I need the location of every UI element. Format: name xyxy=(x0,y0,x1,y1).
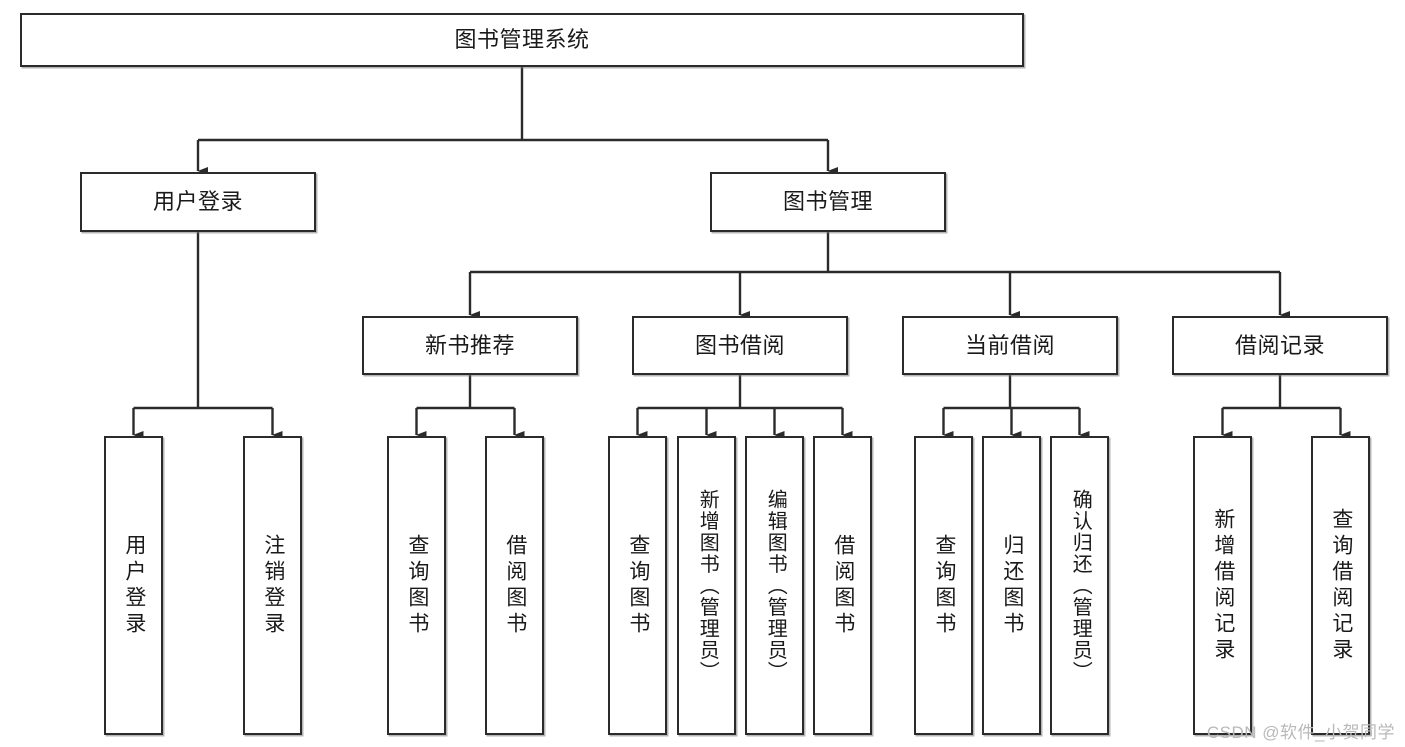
node-label: 当前借阅 xyxy=(964,332,1055,358)
node-leaf-add-record: 新增借阅记录 xyxy=(1193,436,1252,735)
node-label: 查询图书 xyxy=(932,533,956,638)
node-book-borrow: 图书借阅 xyxy=(632,316,848,375)
node-label: 新增借阅记录 xyxy=(1211,507,1235,664)
node-label: 确认归还（管理员） xyxy=(1069,488,1092,683)
node-label: 借阅记录 xyxy=(1234,332,1325,358)
node-leaf-borrow-book-a: 借阅图书 xyxy=(485,436,544,735)
node-label: 图书借阅 xyxy=(694,332,785,358)
node-label: 编辑图书（管理员） xyxy=(764,488,787,683)
node-borrow-record: 借阅记录 xyxy=(1172,316,1388,375)
node-root: 图书管理系统 xyxy=(20,13,1024,67)
csdn-watermark: CSDN @软件_小贺同学 xyxy=(1206,723,1395,742)
node-label: 借阅图书 xyxy=(831,533,855,638)
node-book-mgmt: 图书管理 xyxy=(710,172,946,232)
node-leaf-add-book: 新增图书（管理员） xyxy=(677,436,736,735)
node-leaf-query-book-a: 查询图书 xyxy=(387,436,446,735)
node-leaf-confirm-return: 确认归还（管理员） xyxy=(1050,436,1109,735)
node-leaf-logout: 注销登录 xyxy=(243,436,302,735)
node-current-borrow: 当前借阅 xyxy=(902,316,1118,375)
node-label: 查询图书 xyxy=(626,533,650,638)
node-leaf-borrow-book-b: 借阅图书 xyxy=(813,436,872,735)
node-login: 用户登录 xyxy=(80,172,316,232)
node-label: 归还图书 xyxy=(1000,533,1024,638)
node-label: 查询借阅记录 xyxy=(1329,507,1353,664)
node-label: 用户登录 xyxy=(122,533,146,638)
node-leaf-query-record: 查询借阅记录 xyxy=(1311,436,1370,735)
node-label: 用户登录 xyxy=(152,189,243,215)
node-label: 新增图书（管理员） xyxy=(696,488,719,683)
node-label: 新书推荐 xyxy=(424,332,515,358)
node-leaf-query-book-c: 查询图书 xyxy=(914,436,973,735)
node-label: 查询图书 xyxy=(405,533,429,638)
node-leaf-return-book: 归还图书 xyxy=(982,436,1041,735)
node-label: 注销登录 xyxy=(261,533,285,638)
node-label: 图书管理系统 xyxy=(454,27,590,53)
node-new-book-rec: 新书推荐 xyxy=(362,316,578,375)
node-label: 图书管理 xyxy=(782,189,873,215)
node-label: 借阅图书 xyxy=(503,533,527,638)
node-leaf-edit-book: 编辑图书（管理员） xyxy=(745,436,804,735)
node-leaf-user-login: 用户登录 xyxy=(104,436,163,735)
node-leaf-query-book-b: 查询图书 xyxy=(608,436,667,735)
